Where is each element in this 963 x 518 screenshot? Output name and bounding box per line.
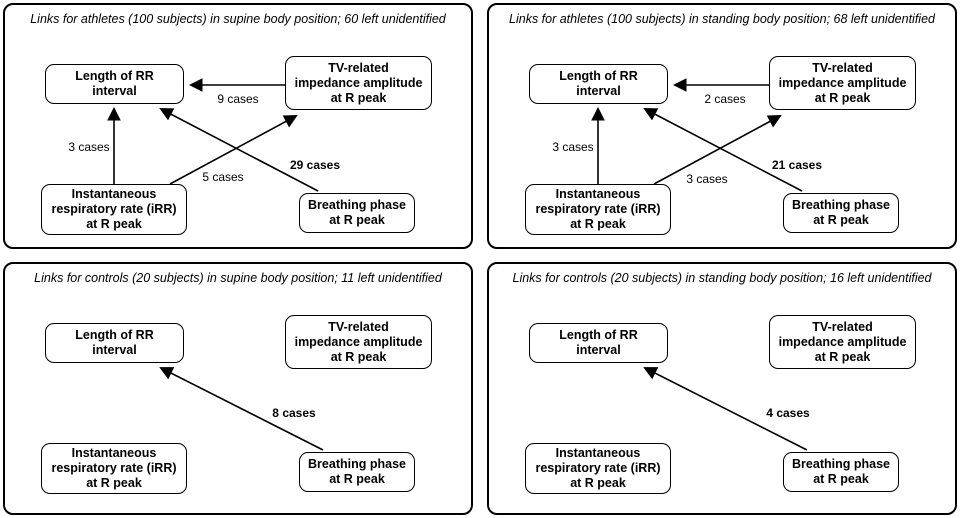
node-irr: Instantaneous respiratory rate (iRR) at …: [525, 443, 671, 494]
node-rr-interval: Length of RR interval: [529, 64, 668, 104]
link-count-tv-rr: 9 cases: [217, 92, 259, 106]
node-breathing-phase: Breathing phase at R peak: [783, 193, 899, 233]
panel-title: Links for athletes (100 subjects) in sta…: [509, 12, 935, 26]
link-count-bp-rr: 4 cases: [766, 406, 810, 420]
link-count-bp-rr: 29 cases: [289, 158, 341, 172]
link-count-irr-rr: 3 cases: [552, 140, 594, 154]
link-count-irr-tv: 3 cases: [686, 172, 728, 186]
link-count-tv-rr: 2 cases: [704, 92, 746, 106]
panel-title: Links for controls (20 subjects) in supi…: [34, 271, 442, 285]
node-irr: Instantaneous respiratory rate (iRR) at …: [41, 443, 187, 494]
panel-controls-standing: Links for controls (20 subjects) in stan…: [487, 262, 957, 515]
link-count-bp-rr: 21 cases: [771, 158, 823, 172]
panel-title: Links for athletes (100 subjects) in sup…: [30, 12, 446, 26]
node-tv-impedance: TV-related impedance amplitude at R peak: [769, 56, 916, 110]
link-count-irr-rr: 3 cases: [68, 140, 110, 154]
node-tv-impedance: TV-related impedance amplitude at R peak: [769, 315, 916, 369]
node-rr-interval: Length of RR interval: [529, 323, 668, 363]
node-rr-interval: Length of RR interval: [45, 323, 184, 363]
node-breathing-phase: Breathing phase at R peak: [299, 193, 415, 233]
link-count-irr-tv: 5 cases: [202, 170, 244, 184]
node-tv-impedance: TV-related impedance amplitude at R peak: [285, 315, 432, 369]
node-tv-impedance: TV-related impedance amplitude at R peak: [285, 56, 432, 110]
panel-athletes-standing: Links for athletes (100 subjects) in sta…: [487, 3, 957, 249]
node-rr-interval: Length of RR interval: [45, 64, 184, 104]
link-count-bp-rr: 8 cases: [272, 406, 316, 420]
panel-athletes-supine: Links for athletes (100 subjects) in sup…: [3, 3, 473, 249]
panel-title: Links for controls (20 subjects) in stan…: [512, 271, 932, 285]
node-breathing-phase: Breathing phase at R peak: [783, 452, 899, 492]
node-irr: Instantaneous respiratory rate (iRR) at …: [525, 184, 671, 235]
panel-controls-supine: Links for controls (20 subjects) in supi…: [3, 262, 473, 515]
node-breathing-phase: Breathing phase at R peak: [299, 452, 415, 492]
node-irr: Instantaneous respiratory rate (iRR) at …: [41, 184, 187, 235]
